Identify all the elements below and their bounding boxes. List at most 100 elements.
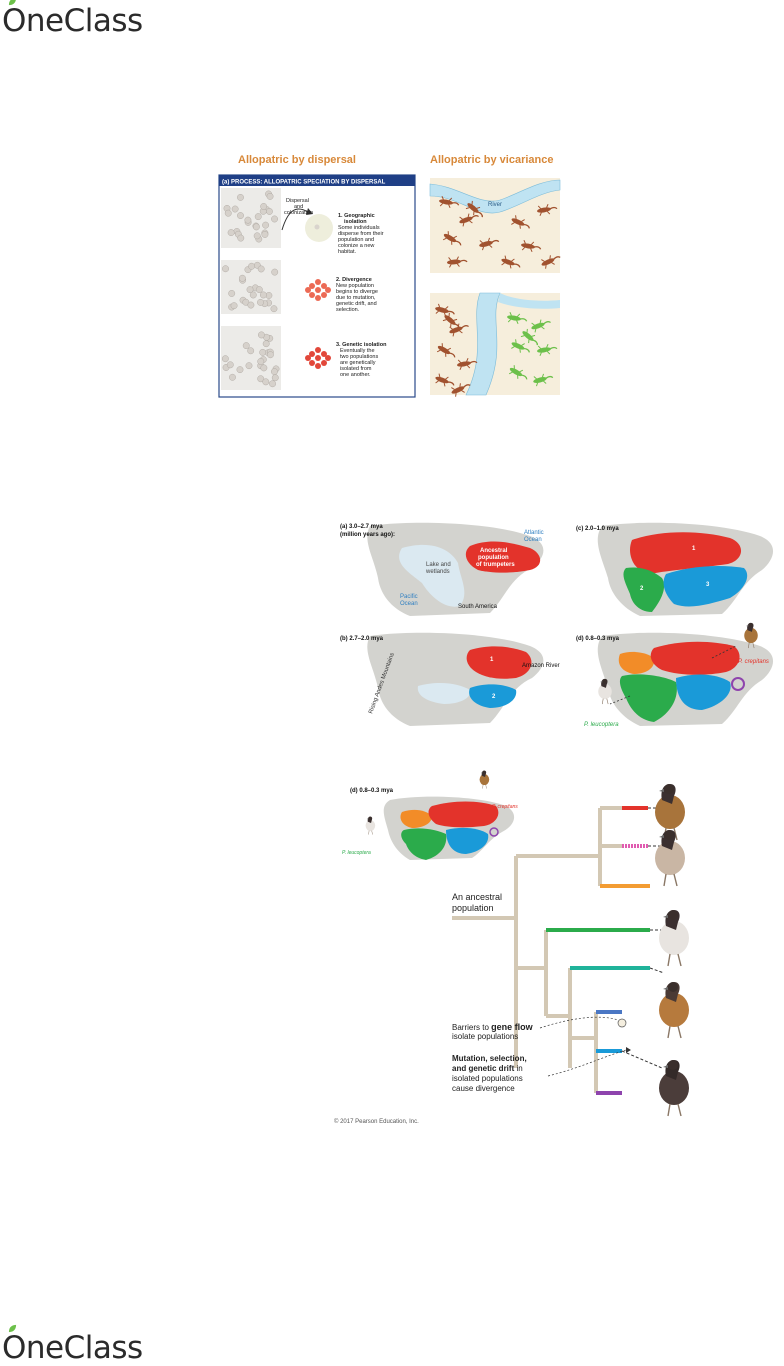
small-map-red (428, 801, 499, 828)
map-d-label: (d) 0.8–0.3 mya (576, 636, 620, 642)
river-bottom-arm (498, 293, 560, 309)
mutation-label-4: cause divergence (452, 1084, 515, 1093)
individual (255, 286, 263, 294)
salamander-icon (537, 204, 558, 216)
panel-header: (a) PROCESS: ALLOPATRIC SPECIATION BY DI… (222, 180, 386, 186)
individual (321, 283, 327, 289)
individual (315, 287, 321, 293)
south-america-label: South America (458, 604, 498, 610)
ancestral-label-2: population (452, 903, 494, 913)
small-crepitans: P. crepitans (492, 804, 518, 810)
step2-title: 2. Divergence (336, 277, 372, 283)
dispersal-label-and: and (294, 204, 303, 210)
individual (266, 208, 273, 215)
logo-letter-o: O (2, 0, 26, 37)
individual (259, 291, 267, 299)
map-c-label: (c) 2.0–1.0 mya (576, 526, 619, 532)
crepitans-pointer (711, 645, 737, 659)
grey-individuals-3 (221, 331, 280, 388)
individual (309, 283, 315, 289)
region-1-b: 1 (490, 657, 494, 663)
individual (259, 348, 267, 356)
individual (267, 351, 274, 359)
salamanders-ancestral (439, 196, 561, 269)
figure-trumpeter-maps: (a) 3.0–2.7 mya (million years ago): Atl… (340, 518, 774, 758)
individual (321, 351, 327, 357)
salamander-icon (436, 343, 456, 358)
barriers-label-2: isolate populations (452, 1032, 518, 1041)
map-c-blue (663, 566, 748, 607)
trumpeters-label: of trumpeters (476, 562, 515, 568)
map-a-label: (a) 3.0–2.7 mya (340, 524, 383, 530)
individual (247, 301, 255, 309)
amazon-label: Amazon River (522, 663, 560, 669)
mutation-label-3: isolated populations (452, 1074, 523, 1083)
barrier-node (617, 1018, 627, 1028)
step2-line: selection. (336, 307, 360, 313)
mutation-in: in (514, 1064, 522, 1073)
salamander-icon (435, 373, 455, 387)
salamander-icon (520, 328, 538, 346)
bird-crepitans (655, 784, 685, 841)
small-map-purple (489, 827, 499, 837)
individual (228, 290, 236, 297)
map-a-ancestral (465, 541, 541, 573)
ancestral-label: Ancestral (480, 548, 508, 554)
pacific-ocean-label: Ocean (400, 601, 418, 607)
small-bird-leucoptera (365, 816, 376, 835)
logo-letter-o: O (2, 1324, 26, 1364)
map-d-orange (618, 651, 655, 674)
bird-ochroptera (659, 982, 689, 1039)
wetlands-label: wetlands (425, 569, 450, 575)
salamander-icon (447, 256, 468, 268)
step1-title: 1. Geographic (338, 213, 375, 219)
vicariance-title: Allopatric by vicariance (430, 154, 554, 166)
bird-napensis (655, 830, 685, 887)
copyright: © 2017 Pearson Education, Inc. (334, 1118, 419, 1125)
logo-wordmark: neClass (25, 1330, 143, 1366)
salamander-icon (439, 196, 460, 208)
individual (222, 265, 229, 273)
colonist (314, 224, 320, 230)
individual (271, 268, 279, 276)
grey-individuals-2 (222, 261, 279, 313)
individual (309, 351, 315, 357)
panel-header-bar (219, 175, 415, 186)
individual (230, 302, 238, 310)
map-b-red (466, 646, 532, 679)
step1-line: colonize a new (338, 243, 374, 249)
logo-wordmark: neClass (25, 3, 143, 39)
individual (261, 231, 269, 238)
individual (257, 375, 265, 383)
step2-line: genetic drift, and (336, 301, 377, 307)
individual (221, 355, 229, 363)
individual (254, 213, 262, 221)
individual (237, 194, 244, 201)
individual (325, 287, 331, 293)
individual (224, 209, 232, 217)
individual (257, 298, 264, 306)
map-c-red (630, 532, 742, 574)
map-b-label: (b) 2.7–2.0 mya (340, 636, 384, 642)
pacific-label: Pacific (400, 594, 418, 600)
mutation-label-1: Mutation, selection, (452, 1054, 527, 1063)
map-d-green (619, 674, 677, 722)
individual (237, 212, 244, 219)
individual (253, 232, 261, 240)
trumpeter-bird-leucoptera (598, 678, 612, 705)
individual (249, 291, 257, 299)
map-b-lake (417, 683, 471, 704)
salamander-icon (442, 312, 460, 330)
salamander-icon (435, 303, 455, 317)
leaf-icon (8, 0, 16, 6)
region-1: 1 (692, 546, 696, 552)
individual (231, 205, 239, 213)
salamander-icon (451, 383, 471, 397)
individual (315, 355, 321, 361)
salamander-icon (533, 373, 554, 387)
barriers-prefix: Barriers to (452, 1023, 491, 1032)
individual (315, 279, 321, 285)
mutation-and: and (452, 1064, 468, 1073)
